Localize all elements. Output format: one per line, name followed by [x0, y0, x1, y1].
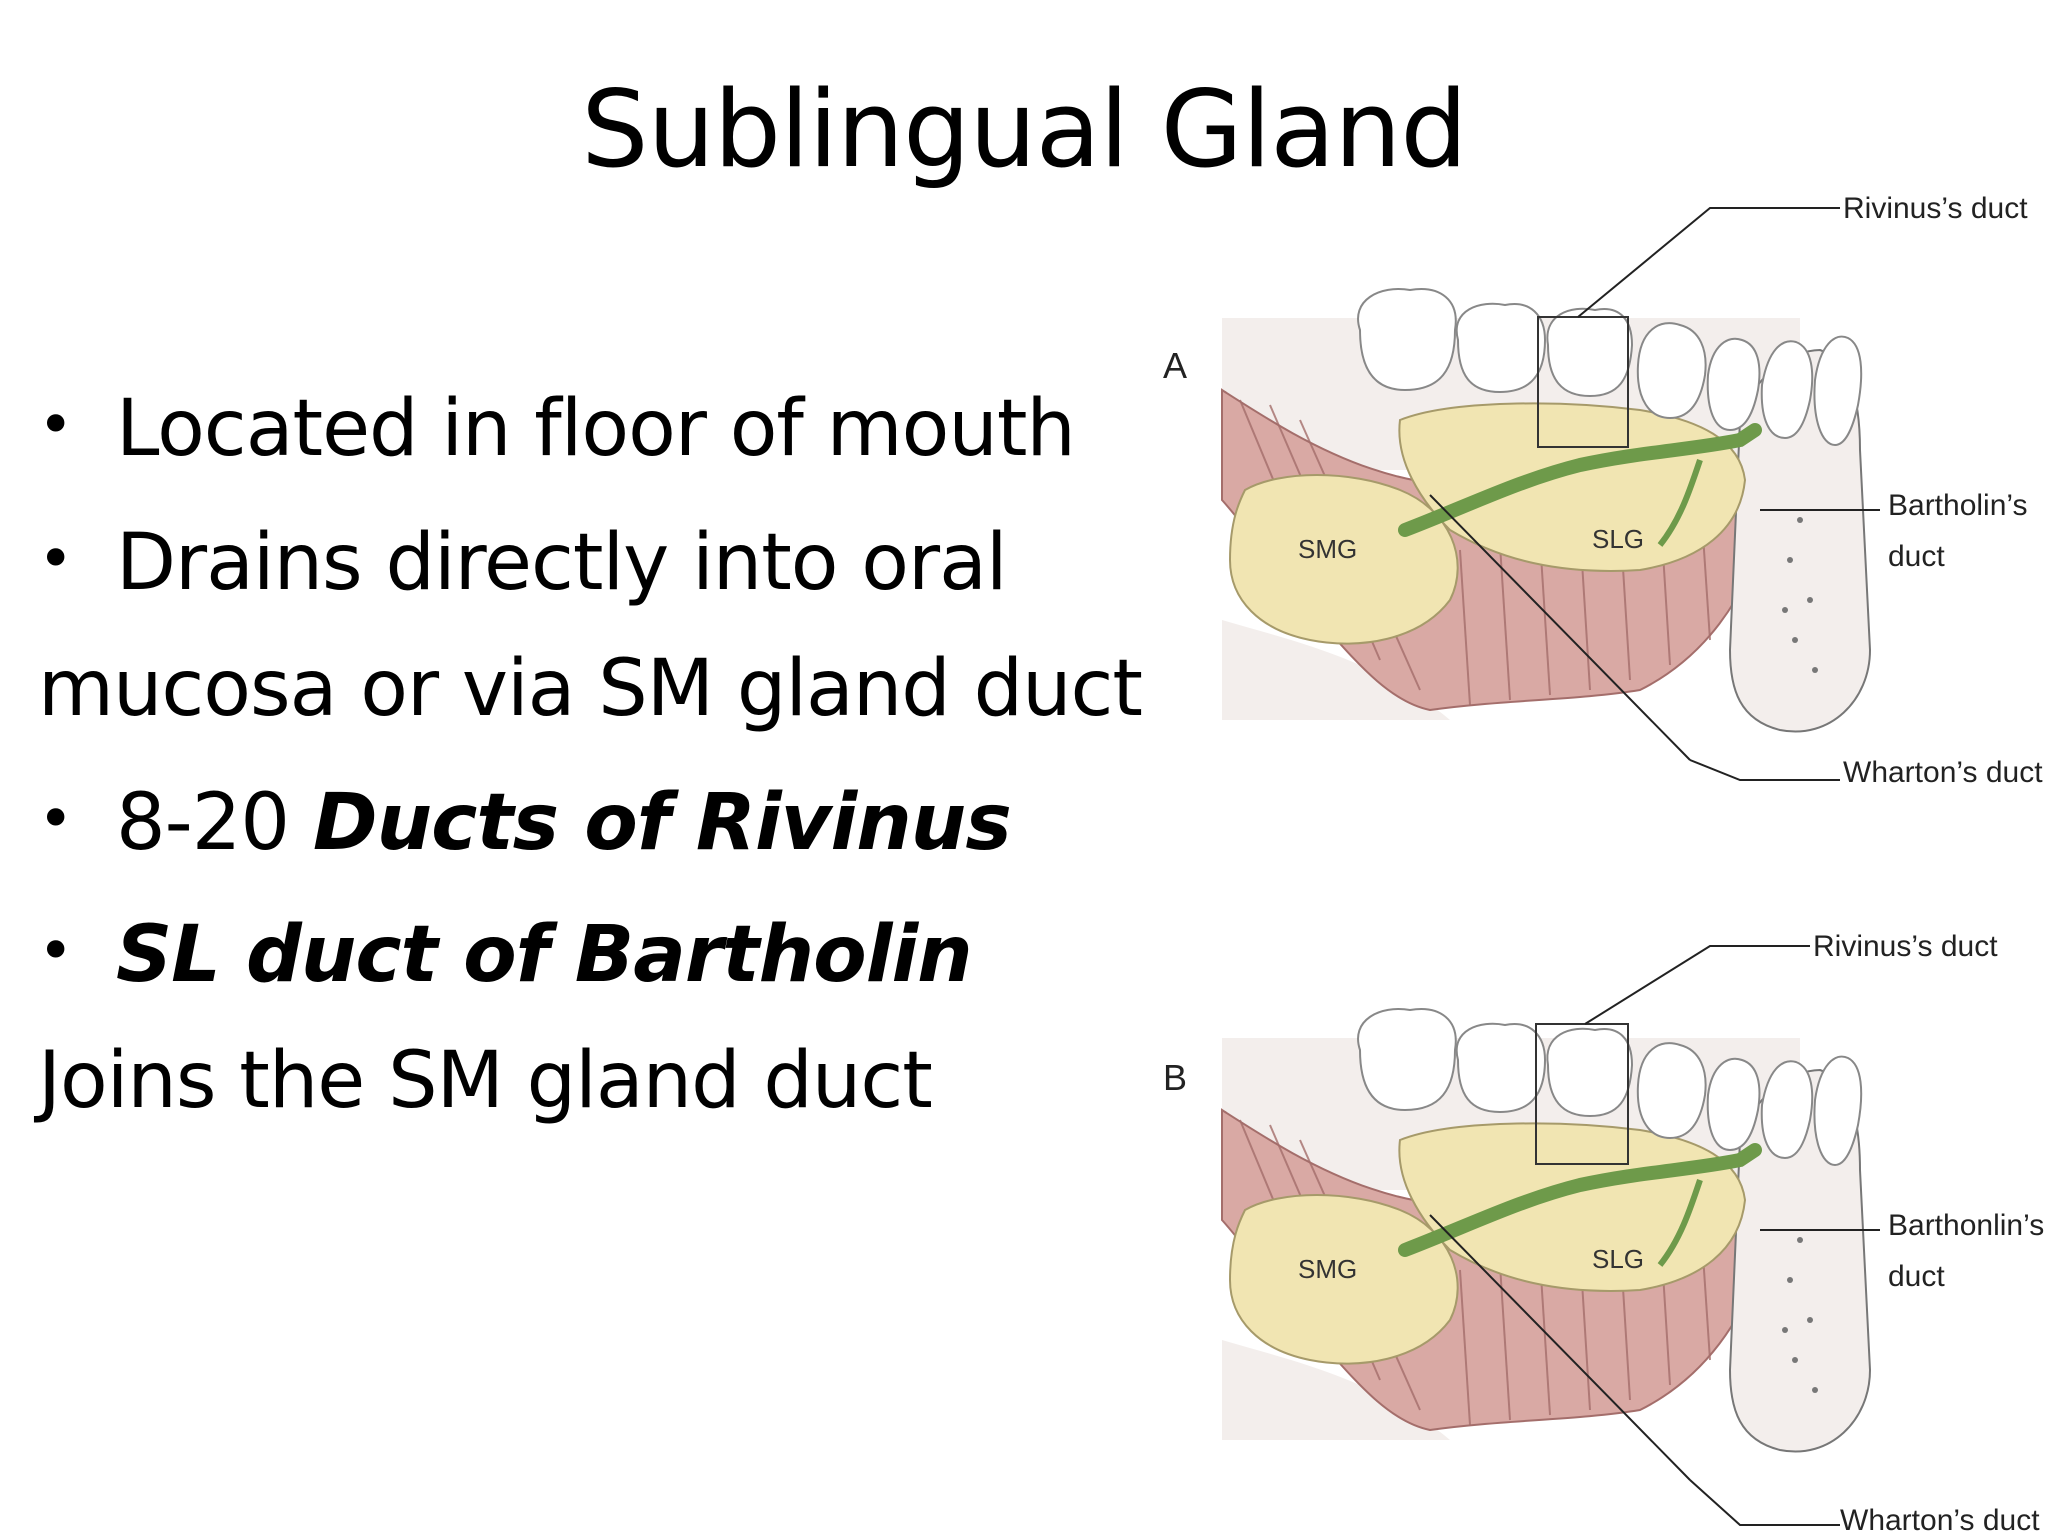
label-slg: SLG: [1592, 1244, 1644, 1274]
label-smg: SMG: [1298, 534, 1357, 564]
jaw-illustration-a: [1222, 289, 1880, 760]
bullet-item-2: • Drains directly into oral: [38, 514, 1008, 608]
tooth-highlight-box: [1535, 1023, 1629, 1165]
continuation-line: Joins the SM gland duct: [38, 1036, 933, 1126]
label-bartholin-duct: Barthonlin’s: [1888, 1209, 2044, 1242]
bullet-marker: •: [38, 784, 73, 854]
bullet-text: Drains directly into oral: [116, 518, 1008, 608]
bullet-text: Located in floor of mouth: [116, 384, 1076, 474]
bullet-text: 8-20: [116, 778, 313, 868]
label-wharton-duct: Wharton’s duct: [1843, 756, 2043, 789]
label-bartholin-duct: duct: [1888, 1260, 1945, 1293]
label-wharton-duct: Wharton’s duct: [1840, 1504, 2040, 1536]
label-rivinus-duct: Rivinus’s duct: [1813, 930, 1998, 963]
label-rivinus-duct: Rivinus’s duct: [1843, 192, 2028, 225]
emphasis-text: Ducts of Rivinus: [312, 778, 1012, 868]
panel-label: B: [1163, 1057, 1187, 1098]
label-bartholin-duct: Bartholin’s: [1888, 489, 2028, 522]
panel-label: A: [1163, 345, 1187, 386]
diagram-panel-b: B Rivinus’s duct Barthonlin’s duct Whart…: [1163, 930, 2044, 1536]
leader-line: [1577, 207, 1840, 318]
label-slg: SLG: [1592, 524, 1644, 554]
leader-line: [1689, 759, 1840, 781]
jaw-illustration-b: [1222, 1009, 1880, 1480]
bullet-item-4: • SL duct of Bartholin: [38, 906, 973, 1000]
emphasis-text: SL duct of Bartholin: [116, 910, 973, 1000]
bullet-text: Joins the SM gland duct: [38, 1036, 933, 1126]
bullet-item-1: • Located in floor of mouth: [38, 380, 1076, 474]
bullet-item-3: • 8-20 Ducts of Rivinus: [38, 774, 1012, 868]
continuation-line: mucosa or via SM gland duct: [38, 644, 1143, 734]
leader-line: [1584, 945, 1810, 1025]
diagram-panel-a: A Rivinus’s duct Bartholin’s duct Wharto…: [1163, 192, 2043, 789]
bullet-marker: •: [38, 524, 73, 594]
label-bartholin-duct: duct: [1888, 540, 1945, 573]
bullet-text: mucosa or via SM gland duct: [38, 644, 1143, 734]
label-smg: SMG: [1298, 1254, 1357, 1284]
bullet-marker: •: [38, 916, 73, 986]
slide-title: Sublingual Gland: [581, 68, 1467, 191]
tooth-highlight-box: [1537, 316, 1629, 448]
bullet-marker: •: [38, 390, 73, 460]
leader-line: [1689, 1479, 1840, 1526]
